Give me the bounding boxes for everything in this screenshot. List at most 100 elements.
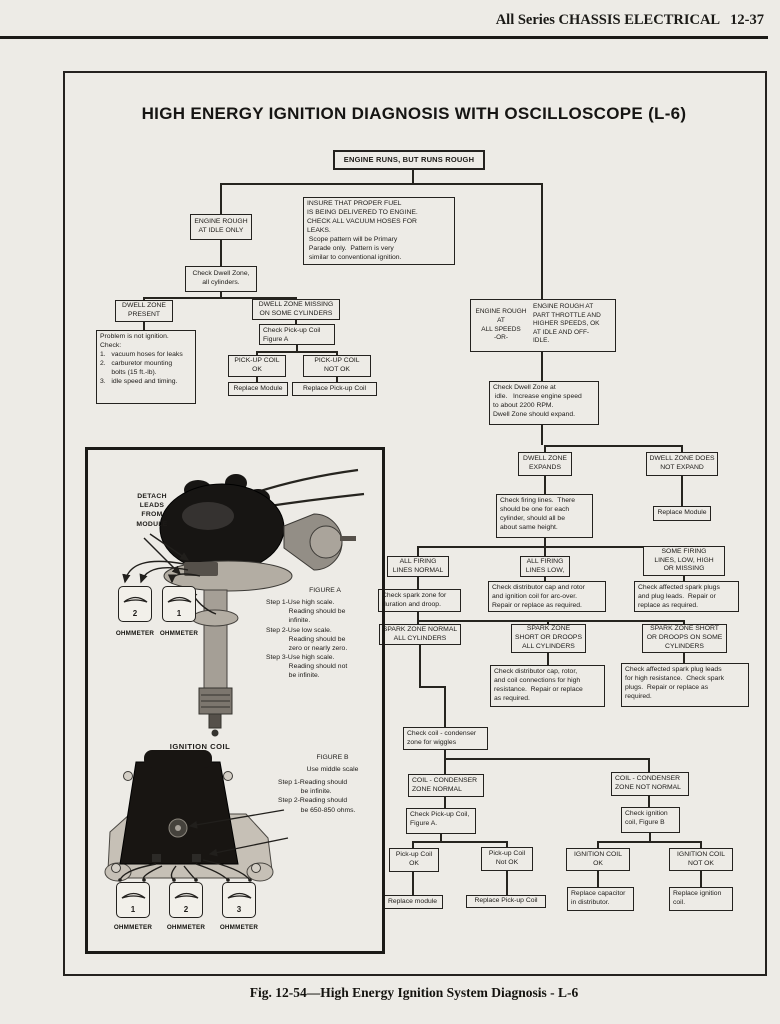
node-check-dist-arc-over: Check distributor cap and rotor and igni… [488,581,606,612]
node-engine-runs-rough: ENGINE RUNS, BUT RUNS ROUGH [333,150,485,170]
figure-a-title: FIGURE A [309,587,341,594]
figure-b-steps: Step 1-Reading should be infinite. Step … [278,779,356,814]
connector-line [681,476,683,506]
node-pickup-not-ok-2: Pick-up Coil Not OK [481,847,533,871]
connector-line [444,758,446,774]
connector-line [417,546,419,556]
node-check-pickup-coil-a2: Check Pick-up Coil, Figure A. [406,808,476,834]
ohmmeter-gauge-b1: 1 [116,882,150,918]
node-check-dist-resistance: Check distributor cap, rotor, and coil c… [490,665,605,707]
node-check-coil-condenser: Check coil - condenser zone for wiggles [403,727,488,750]
figure-b-title: FIGURE B [316,754,349,761]
connector-line [648,758,650,772]
connector-line [648,796,650,807]
node-spark-zone-normal: SPARK ZONE NORMAL ALL CYLINDERS [379,624,461,645]
connector-line [417,612,419,620]
node-check-dwell-idle: Check Dwell Zone at idle. Increase engin… [489,381,599,425]
figure-caption: Fig. 12-54—High Energy Ignition System D… [249,985,579,1000]
diagram-title: HIGH ENERGY IGNITION DIAGNOSIS WITH OSCI… [141,104,687,123]
node-replace-module-3: Replace module [382,895,443,909]
ohmmeter-label: OHMMETER [159,630,199,637]
ohmmeter-label: OHMMETER [166,924,206,931]
connector-line [444,686,446,727]
ohmmeter-gauge-1: 1 [162,586,196,622]
connector-line [547,620,549,624]
connector-line [220,183,222,215]
connector-line [544,476,546,494]
connector-line [683,653,685,663]
node-replace-pickup-2: Replace Pick-up Coil [466,895,546,908]
node-all-firing-low: ALL FIRING LINES LOW, [520,556,570,577]
connector-line [412,841,414,848]
ignition-coil-photo [104,750,289,882]
connector-line [597,841,599,848]
node-ignition-coil-not-ok: IGNITION COIL NOT OK [669,848,733,871]
ohmmeter-label: OHMMETER [113,924,153,931]
connector-line [544,445,682,447]
node-dwell-present: DWELL ZONE PRESENT [115,300,173,322]
node-dwell-expands: DWELL ZONE EXPANDS [518,452,572,476]
connector-line [417,620,419,624]
connector-line [256,351,337,353]
connector-line [143,297,145,301]
connector-line [649,833,651,841]
node-replace-module-2: Replace Module [653,506,711,521]
node-spark-short-some: SPARK ZONE SHORT OR DROOPS ON SOME CYLIN… [642,624,727,653]
figure-a-steps: Step 1-Use high scale. Reading should be… [266,599,348,680]
node-pickup-ok-2: Pick-up Coil OK [389,848,439,872]
connector-line [541,352,543,381]
connector-line [444,750,446,759]
connector-line [296,345,298,351]
connector-line [220,292,222,298]
connector-line [417,620,684,622]
detach-leads-label: DETACH LEADS FROM MODULE [136,493,168,528]
connector-line [597,871,599,887]
connector-line [220,183,542,185]
figure-panel-border [85,447,385,954]
node-replace-capacitor: Replace capacitor in distributor. [567,887,634,911]
connector-line [412,872,414,895]
connector-line [506,871,508,895]
node-check-spark-zone: Check spark zone for duration and droop. [378,589,461,612]
node-fuel-note: INSURE THAT PROPER FUEL IS BEING DELIVER… [303,197,455,265]
node-some-firing-lines: SOME FIRING LINES, LOW, HIGH OR MISSING [643,546,725,576]
connector-line [417,577,419,589]
node-engine-rough-all-speeds: ENGINE ROUGH AT ALL SPEEDS -OR- [475,308,527,342]
connector-line [541,425,543,445]
ohmmeter-number: 1 [176,609,182,618]
node-all-firing-normal: ALL FIRING LINES NORMAL [387,556,449,577]
connector-line [295,320,297,324]
connector-line [544,577,546,581]
connector-line [295,297,297,300]
ohmmeter-label: OHMMETER [115,630,155,637]
figure-illustrations [104,468,365,882]
node-replace-module-1: Replace Module [228,382,288,396]
node-check-ignition-coil-b: Check ignition coil, Figure B [621,807,680,833]
ohmmeter-number: 2 [183,905,189,914]
ohmmeter-gauge-b3: 3 [222,882,256,918]
connector-line [444,758,649,760]
node-ignition-coil-ok: IGNITION COIL OK [566,848,630,871]
node-spark-short-all: SPARK ZONE SHORT OR DROOPS ALL CYLINDERS [511,624,586,653]
connector-line [544,445,546,452]
connector-line [700,841,702,848]
node-coil-condenser-normal: COIL - CONDENSER ZONE NORMAL [408,774,484,797]
node-dwell-not-expand: DWELL ZONE DOES NOT EXPAND [646,452,718,476]
node-pickup-coil-ok: PICK-UP COIL OK [228,355,286,377]
ignition-coil-label: IGNITION COIL [169,742,231,751]
connector-line [700,871,702,887]
node-engine-rough-all-or-part: ENGINE ROUGH AT ALL SPEEDS -OR- ENGINE R… [470,299,616,352]
connector-line [143,297,296,299]
connector-line [419,686,445,688]
connector-line [417,546,685,548]
connector-line [256,377,258,382]
connector-line [541,183,543,299]
node-engine-rough-part-throttle: ENGINE ROUGH AT PART THROTTLE AND HIGHER… [533,303,601,345]
node-check-lead-resistance: Check affected spark plug leads for high… [621,663,749,707]
ohmmeter-gauge-b2: 2 [169,882,203,918]
node-replace-pickup-1: Replace Pick-up Coil [292,382,377,396]
connector-line [683,576,685,581]
connector-line [336,377,338,382]
ohmmeter-gauge-2: 2 [118,586,152,622]
